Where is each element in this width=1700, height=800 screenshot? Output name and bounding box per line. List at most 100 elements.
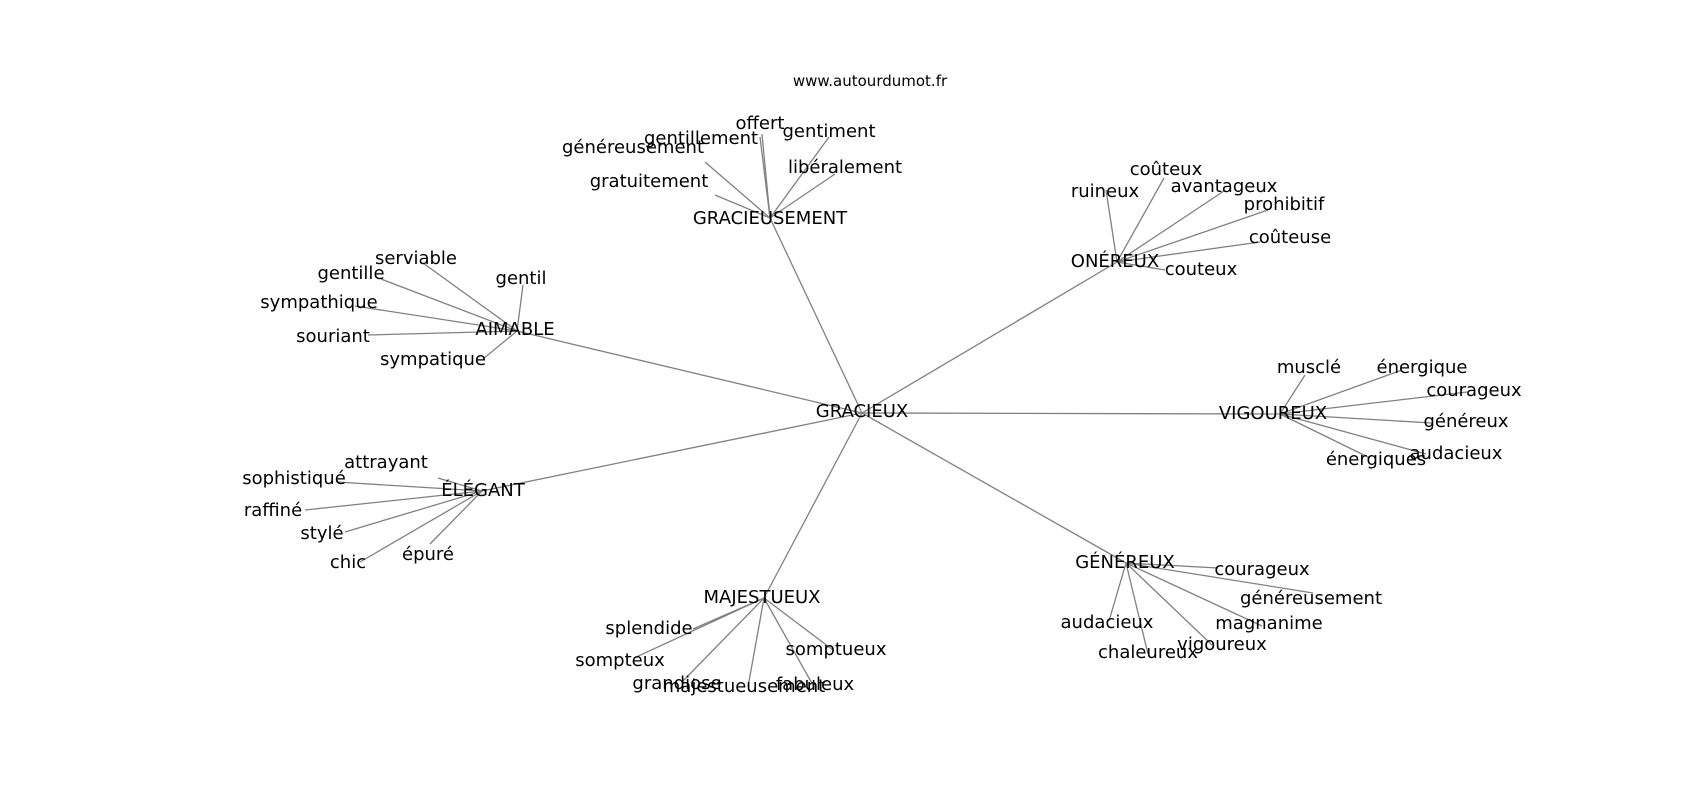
cluster-node-label: VIGOUREUX — [1219, 403, 1327, 424]
edge-elegant-leaf — [429, 490, 483, 545]
leaf-node-label: généreusement — [1240, 588, 1382, 609]
leaf-node-label: stylé — [300, 523, 343, 544]
edge-genereux-leaf — [1108, 562, 1127, 622]
edge-onereux-leaf — [1116, 209, 1269, 263]
cluster-node-label: ÉLÉGANT — [441, 479, 526, 501]
edge-majestueux-leaf — [681, 597, 765, 683]
leaf-node-label: courageux — [1426, 380, 1522, 401]
edge-aimable-leaf — [367, 330, 518, 336]
edge-vigoureux-leaf — [1279, 369, 1403, 415]
leaf-node-label: généreusement — [562, 137, 704, 158]
leaf-node-label: gentiment — [782, 121, 875, 142]
edge-onereux-leaf — [1116, 241, 1261, 263]
leaf-node-label: courageux — [1214, 559, 1310, 580]
leaf-node-label: coûteuse — [1249, 227, 1331, 248]
leaf-node-label: musclé — [1277, 357, 1341, 378]
leaf-node-label: vigoureux — [1177, 634, 1267, 655]
cluster-node-label: MAJESTUEUX — [704, 587, 821, 608]
edge-center-majestueux — [763, 412, 863, 599]
edge-gracieusement-leaf — [704, 161, 771, 219]
leaf-node-label: magnanime — [1215, 613, 1322, 634]
edge-majestueux-leaf — [763, 597, 834, 651]
leaf-node-label: gratuitement — [590, 171, 709, 192]
edge-center-vigoureux — [861, 412, 1281, 415]
edge-gracieusement-leaf — [714, 194, 771, 219]
edge-elegant-leaf — [336, 481, 483, 492]
edge-center-gracieusement — [769, 217, 863, 414]
edge-elegant-leaf — [359, 490, 483, 563]
leaf-node-label: audacieux — [1061, 612, 1154, 633]
leaf-node-label: généreux — [1423, 411, 1508, 432]
leaf-node-label: attrayant — [344, 452, 428, 473]
edge-aimable-leaf — [482, 330, 518, 360]
edge-vigoureux-leaf — [1279, 413, 1433, 424]
leaf-node-label: énergique — [1377, 357, 1468, 378]
labels-layer: GRACIEUXgénéreusementgentillementoffertg… — [242, 113, 1522, 697]
leaf-node-label: gentil — [496, 268, 547, 289]
edge-aimable-leaf — [422, 262, 518, 332]
cluster-node-label: ONÉREUX — [1071, 250, 1159, 272]
edge-majestueux-leaf — [633, 597, 765, 659]
edge-onereux-leaf — [1105, 189, 1118, 263]
edge-vigoureux-leaf — [1279, 413, 1427, 455]
site-label: www.autourdumot.fr — [792, 72, 948, 90]
edge-onereux-leaf — [1116, 190, 1225, 263]
edge-genereux-leaf — [1125, 562, 1213, 646]
edge-vigoureux-leaf — [1279, 391, 1468, 415]
leaf-node-label: souriant — [296, 326, 370, 347]
edge-genereux-leaf — [1125, 562, 1149, 655]
edge-majestueux-leaf — [747, 597, 765, 688]
leaf-node-label: sophistiqué — [242, 468, 346, 489]
leaf-node-label: raffiné — [244, 500, 302, 521]
edge-gracieusement-leaf — [761, 133, 771, 219]
cluster-node-label: GRACIEUSEMENT — [693, 208, 848, 229]
leaf-node-label: sympathique — [260, 292, 377, 313]
edge-genereux-leaf — [1125, 562, 1314, 594]
edge-center-elegant — [481, 412, 863, 492]
leaf-node-label: majestueusement — [663, 676, 826, 697]
edge-elegant-leaf — [304, 490, 483, 511]
leaf-node-label: sompteux — [575, 650, 665, 671]
leaf-node-label: coûteux — [1130, 159, 1203, 180]
leaf-node-label: épuré — [402, 544, 454, 565]
edge-aimable-leaf — [380, 278, 518, 332]
leaf-node-label: gentillement — [644, 128, 758, 149]
edge-center-onereux — [861, 261, 1118, 414]
edge-genereux-leaf — [1125, 562, 1263, 627]
leaf-node-label: chic — [330, 552, 366, 573]
leaf-node-label: splendide — [605, 618, 692, 639]
leaf-node-label: avantageux — [1171, 176, 1278, 197]
leaf-node-label: sympatique — [380, 349, 486, 370]
edge-genereux-leaf — [1125, 562, 1219, 569]
leaf-node-label: fabuleux — [776, 674, 855, 695]
leaf-node-label: serviable — [375, 248, 457, 269]
edge-gracieusement-leaf — [769, 136, 830, 219]
edge-center-aimable — [516, 330, 863, 414]
edges-layer — [304, 133, 1468, 688]
leaf-node-label: grandiose — [632, 673, 721, 694]
leaf-node-label: prohibitif — [1244, 194, 1325, 215]
cluster-node-label: AIMABLE — [475, 319, 554, 340]
edge-vigoureux-leaf — [1279, 413, 1371, 459]
center-node-label: GRACIEUX — [816, 401, 908, 422]
edge-onereux-leaf — [1116, 177, 1165, 263]
edge-onereux-leaf — [1116, 261, 1166, 271]
leaf-node-label: ruineux — [1071, 181, 1140, 202]
edge-aimable-leaf — [516, 284, 524, 332]
edge-gracieusement-leaf — [769, 173, 836, 219]
edge-elegant-leaf — [437, 477, 483, 492]
leaf-node-label: chaleureux — [1098, 642, 1198, 663]
leaf-node-label: somptueux — [786, 639, 887, 660]
cluster-node-label: GÉNÉREUX — [1075, 551, 1175, 573]
edge-majestueux-leaf — [763, 597, 815, 688]
leaf-node-label: libéralement — [788, 157, 902, 178]
edge-vigoureux-leaf — [1279, 374, 1306, 415]
edge-aimable-leaf — [354, 305, 518, 332]
edge-elegant-leaf — [344, 490, 483, 533]
leaf-node-label: énergiques — [1326, 449, 1426, 470]
leaf-node-label: gentille — [317, 263, 384, 284]
leaf-node-label: audacieux — [1410, 443, 1503, 464]
leaf-node-label: couteux — [1165, 259, 1238, 280]
leaf-node-label: offert — [736, 113, 785, 134]
